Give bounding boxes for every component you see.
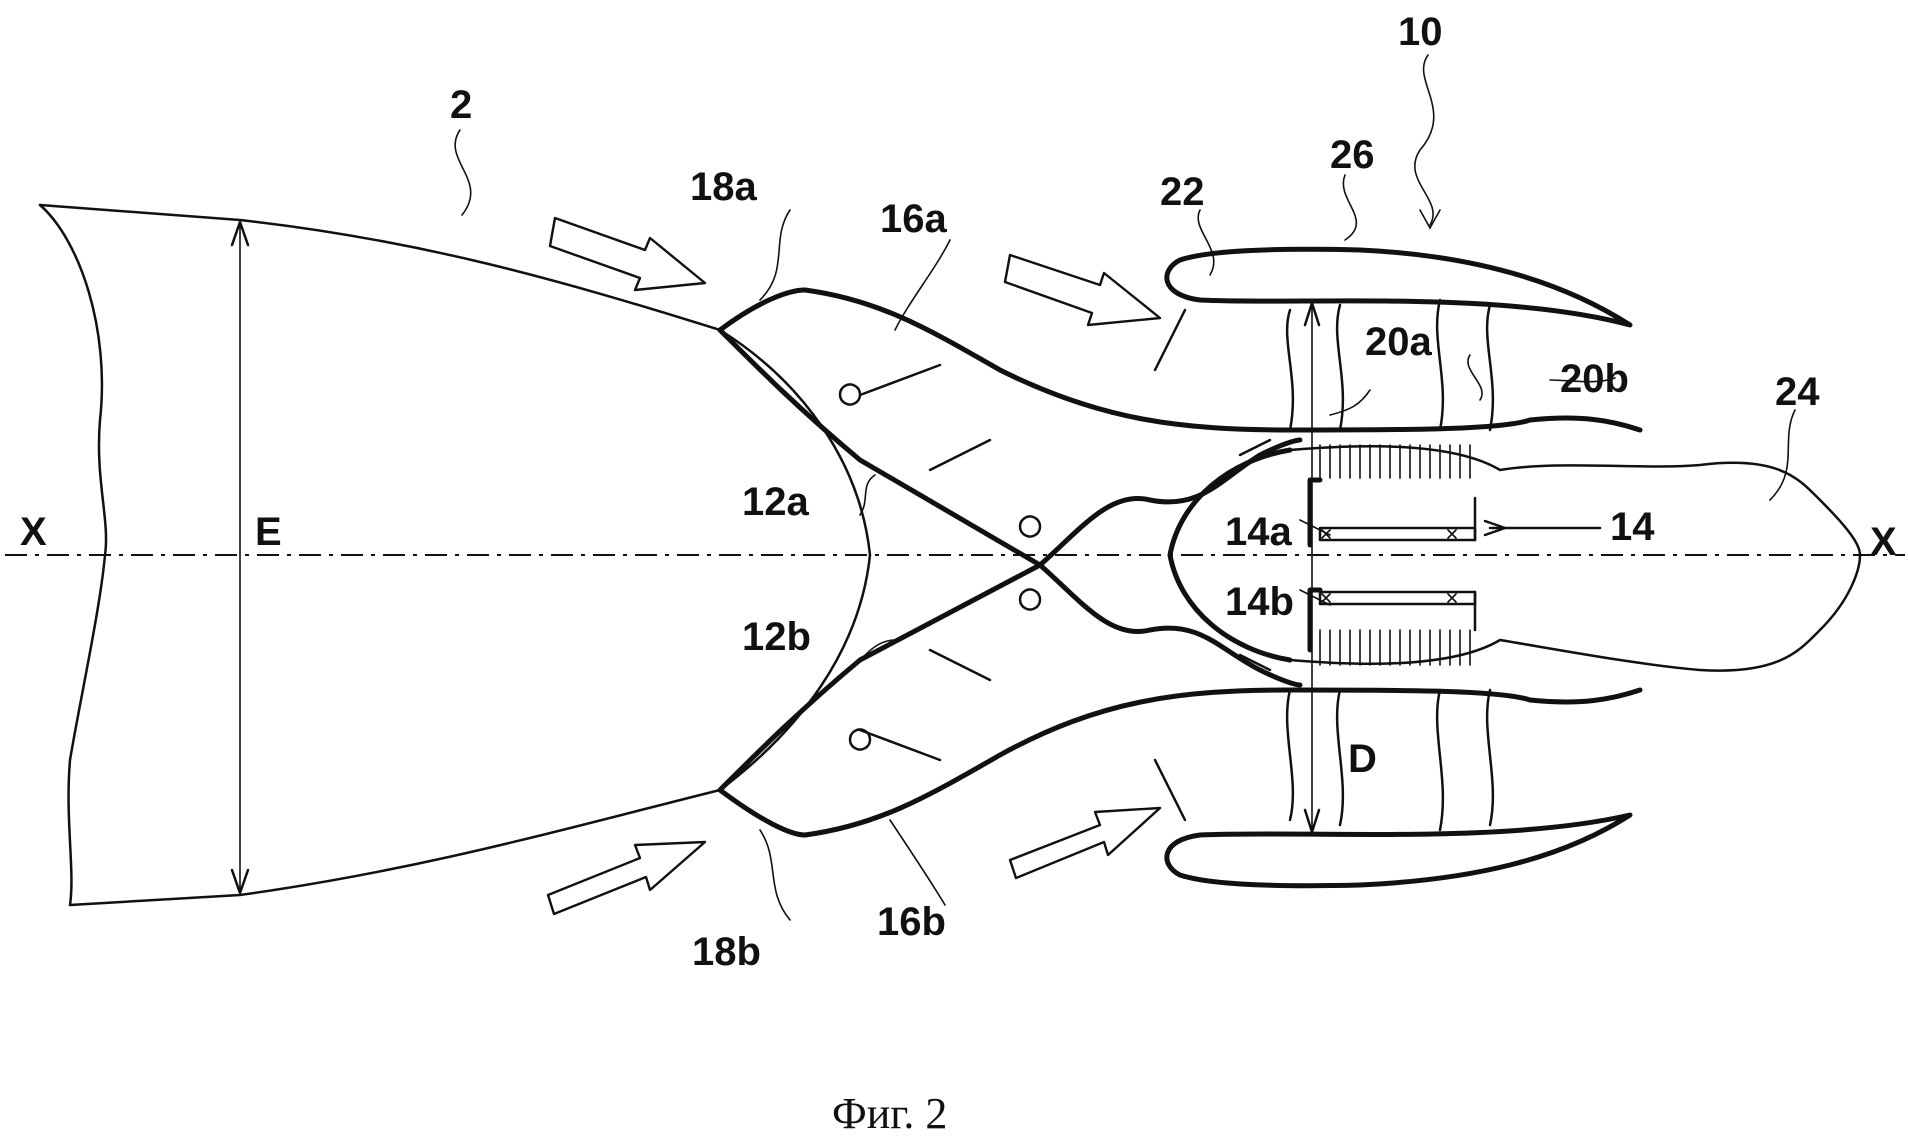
inlet-divider-curve bbox=[718, 328, 872, 792]
label-20b: 20b bbox=[1560, 357, 1629, 401]
label-14a: 14a bbox=[1225, 510, 1292, 554]
label-14: 14 bbox=[1610, 505, 1655, 549]
airflow-arrow-lower-left bbox=[546, 840, 707, 916]
fan-casing bbox=[1153, 298, 1643, 834]
label-12a: 12a bbox=[742, 480, 809, 524]
label-18b: 18b bbox=[692, 930, 761, 974]
label-14b: 14b bbox=[1225, 580, 1294, 624]
upper-duct bbox=[717, 287, 1303, 568]
label-axis-x-right: X bbox=[1870, 520, 1897, 564]
label-16b: 16b bbox=[877, 900, 946, 944]
core-and-cone bbox=[1167, 438, 1862, 672]
figure-caption: Фиг. 2 bbox=[832, 1089, 947, 1138]
compressor-hatching bbox=[1319, 444, 1471, 666]
label-dimension-d: D bbox=[1348, 737, 1377, 781]
airflow-arrow-lower-right bbox=[1008, 806, 1162, 880]
nacelle-upper bbox=[1164, 246, 1633, 328]
label-16a: 16a bbox=[880, 197, 947, 241]
label-22: 22 bbox=[1160, 170, 1205, 214]
label-24: 24 bbox=[1775, 370, 1820, 414]
label-dimension-e: E bbox=[255, 510, 282, 554]
label-10: 10 bbox=[1398, 10, 1443, 54]
label-18a: 18a bbox=[690, 165, 757, 209]
label-axis-x-left: X bbox=[20, 510, 47, 554]
fuselage bbox=[38, 129, 722, 907]
lower-duct bbox=[717, 562, 1303, 838]
airflow-arrow-upper-left bbox=[548, 216, 707, 292]
label-20a: 20a bbox=[1365, 320, 1432, 364]
label-26: 26 bbox=[1330, 133, 1375, 177]
airflow-arrow-upper-right bbox=[1003, 253, 1162, 327]
leader-lines bbox=[759, 54, 1796, 921]
label-2: 2 bbox=[450, 83, 472, 127]
label-12b: 12b bbox=[742, 615, 811, 659]
nacelle-lower bbox=[1164, 812, 1633, 889]
